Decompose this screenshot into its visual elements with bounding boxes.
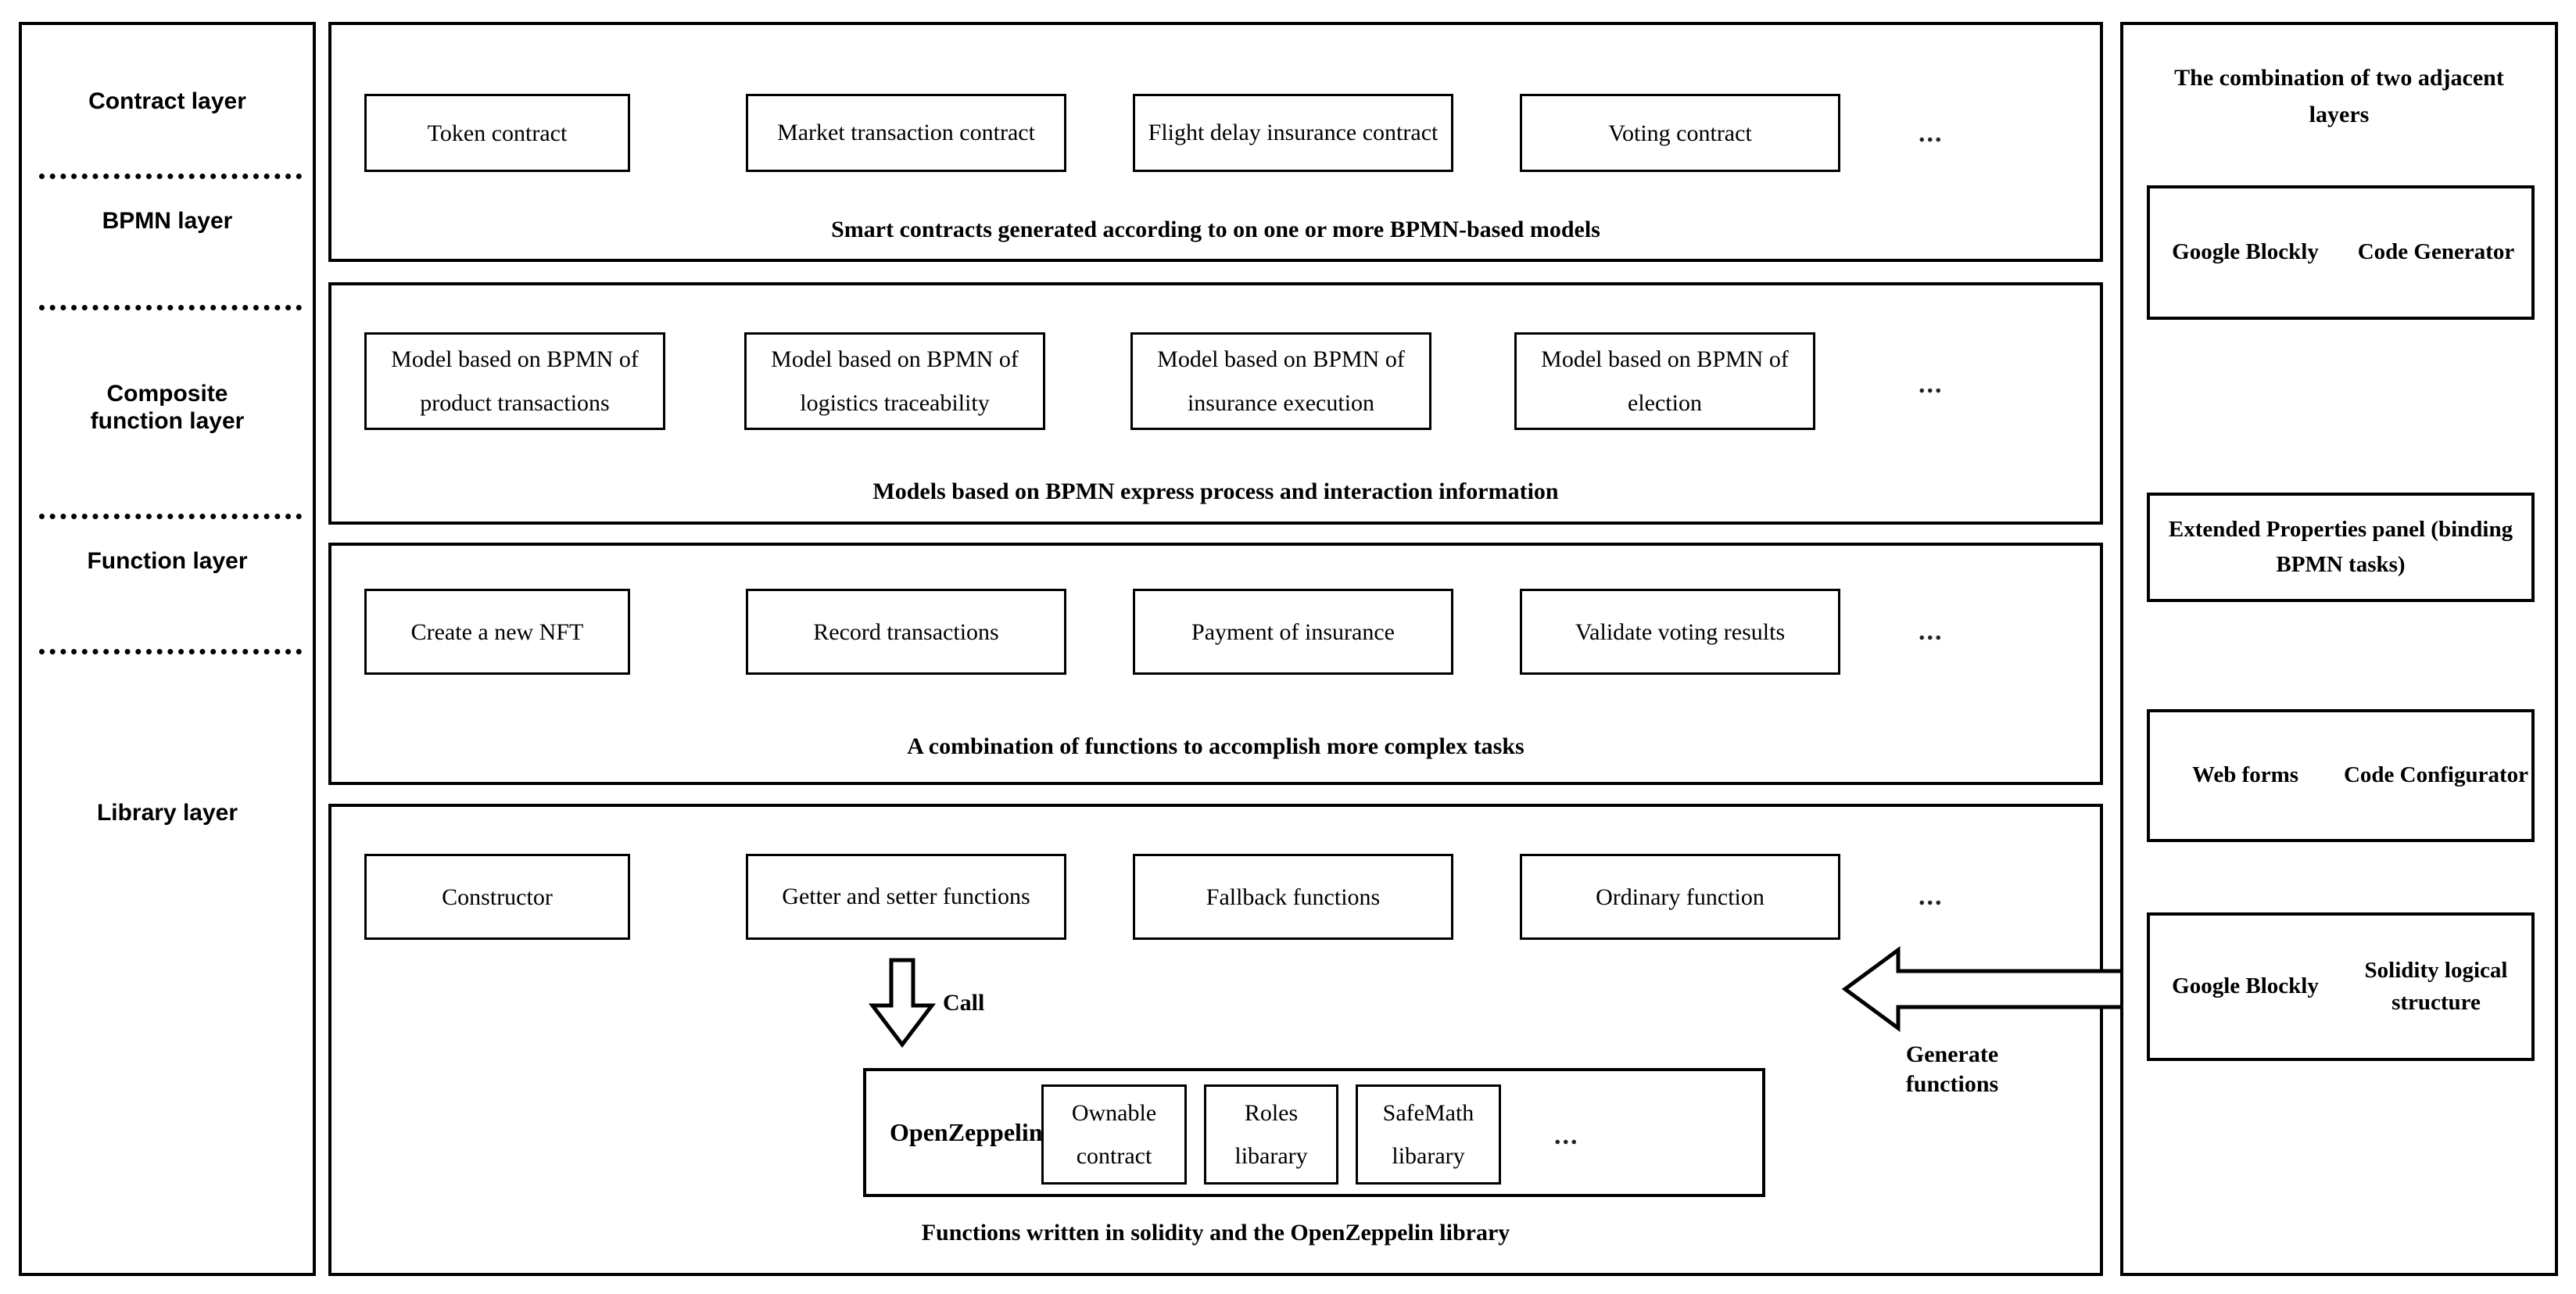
combination-box-1-right: Code Generator — [2357, 239, 2515, 265]
combination-box-4-left: Google Blockly — [2172, 973, 2319, 999]
library-cell-roles-library[interactable]: Roles libarary — [1204, 1084, 1338, 1185]
openzeppelin-group: OpenZeppelin Ownable contract Roles liba… — [863, 1068, 1765, 1197]
bpmn-cell-election[interactable]: Model based on BPMN of election — [1514, 332, 1815, 430]
combination-box-blockly-codegen[interactable]: Google Blockly Code Generator — [2147, 185, 2535, 320]
contract-cell-voting[interactable]: Voting contract — [1520, 94, 1840, 172]
bpmn-cell-product-transactions[interactable]: Model based on BPMN of product transacti… — [364, 332, 665, 430]
sidebar-divider-4 — [39, 649, 302, 654]
composite-cell-record-transactions[interactable]: Record transactions — [746, 589, 1066, 675]
sidebar-divider-1 — [39, 174, 302, 179]
bpmn-layer-ellipsis: ... — [1919, 370, 1944, 399]
library-cell-safemath-library[interactable]: SafeMath libarary — [1356, 1084, 1501, 1185]
bpmn-layer-panel: Model based on BPMN of product transacti… — [328, 282, 2103, 525]
composite-cell-payment-insurance[interactable]: Payment of insurance — [1133, 589, 1453, 675]
combination-panel: The combination of two adjacent layers G… — [2120, 22, 2558, 1276]
generate-functions-arrow-label: Generate functions — [1905, 1041, 1999, 1097]
function-library-layer-caption: Functions written in solidity and the Op… — [921, 1220, 1510, 1246]
sidebar-label-bpmn-layer: BPMN layer — [102, 208, 233, 234]
function-library-layer-panel: Constructor Getter and setter functions … — [328, 804, 2103, 1276]
combination-box-1-left: Google Blockly — [2172, 239, 2319, 265]
contract-layer-ellipsis: ... — [1919, 119, 1944, 148]
function-cell-ordinary[interactable]: Ordinary function — [1520, 854, 1840, 940]
function-cell-constructor[interactable]: Constructor — [364, 854, 630, 940]
combination-box-3-right: Code Configurator — [2343, 762, 2528, 788]
function-cell-getter-setter[interactable]: Getter and setter functions — [746, 854, 1066, 940]
combination-box-webforms-configurator[interactable]: Web forms Code Configurator — [2147, 709, 2535, 842]
combination-box-2-text: Extended Properties panel (binding BPMN … — [2168, 517, 2513, 577]
sidebar-label-function-layer: Function layer — [87, 548, 248, 574]
bpmn-layer-caption: Models based on BPMN express process and… — [872, 479, 1559, 504]
contract-layer-panel: Token contract Market transaction contra… — [328, 22, 2103, 262]
contract-cell-token[interactable]: Token contract — [364, 94, 630, 172]
combination-box-3-left: Web forms — [2191, 762, 2299, 788]
call-arrow-icon — [868, 958, 937, 1048]
sidebar-label-library-layer: Library layer — [96, 800, 238, 826]
layer-name-sidebar: Contract layer BPMN layer Composite func… — [19, 22, 316, 1276]
composite-function-layer-panel: Create a new NFT Record transactions Pay… — [328, 543, 2103, 785]
composite-cell-create-nft[interactable]: Create a new NFT — [364, 589, 630, 675]
bpmn-cell-logistics-traceability[interactable]: Model based on BPMN of logistics traceab… — [744, 332, 1045, 430]
function-layer-ellipsis: ... — [1919, 882, 1944, 911]
composite-layer-ellipsis: ... — [1919, 617, 1944, 646]
sidebar-label-contract-layer: Contract layer — [88, 88, 246, 114]
contract-cell-market[interactable]: Market transaction contract — [746, 94, 1066, 172]
combination-box-4-right: Solidity logical structure — [2364, 957, 2508, 1015]
composite-layer-caption: A combination of functions to accomplish… — [907, 733, 1524, 759]
library-cell-ownable-contract[interactable]: Ownable contract — [1041, 1084, 1187, 1185]
combination-box-blockly-solidity[interactable]: Google Blockly Solidity logical structur… — [2147, 912, 2535, 1061]
combination-box-extended-properties[interactable]: Extended Properties panel (binding BPMN … — [2147, 493, 2535, 602]
openzeppelin-title: OpenZeppelin — [890, 1118, 1043, 1146]
sidebar-label-composite-function-layer: Composite function layer — [90, 381, 245, 435]
layer-stack: Token contract Market transaction contra… — [328, 22, 2103, 1276]
bpmn-cell-insurance-execution[interactable]: Model based on BPMN of insurance executi… — [1130, 332, 1431, 430]
library-group-ellipsis: ... — [1554, 1121, 1579, 1150]
call-arrow-label: Call — [943, 990, 985, 1016]
combination-panel-title: The combination of two adjacent layers — [2174, 65, 2504, 127]
function-cell-fallback[interactable]: Fallback functions — [1133, 854, 1453, 940]
contract-layer-caption: Smart contracts generated according to o… — [831, 217, 1600, 242]
sidebar-divider-2 — [39, 305, 302, 310]
generate-functions-arrow-icon — [1841, 946, 2159, 1032]
composite-cell-validate-voting[interactable]: Validate voting results — [1520, 589, 1840, 675]
contract-cell-flight-delay[interactable]: Flight delay insurance contract — [1133, 94, 1453, 172]
sidebar-divider-3 — [39, 514, 302, 519]
